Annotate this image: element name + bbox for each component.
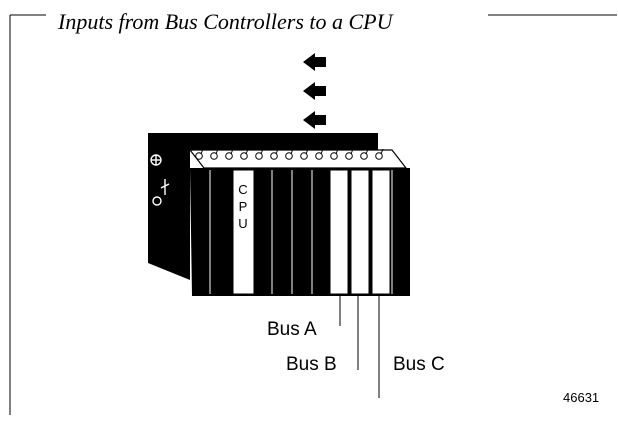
rack-housing — [148, 133, 378, 280]
terminal-strip — [188, 149, 408, 169]
diagram-title: Inputs from Bus Controllers to a CPU — [57, 9, 395, 34]
cpu-letter-u: U — [238, 216, 247, 231]
bus-a-label: Bus A — [267, 319, 317, 340]
cpu-letter-p: P — [239, 199, 248, 214]
bus-controller-a — [329, 169, 349, 295]
input-arrows — [303, 53, 326, 129]
figure-number: 46631 — [563, 390, 599, 405]
bus-controller-b — [350, 169, 370, 295]
left-arrow-icon — [303, 53, 326, 71]
bus-c-label: Bus C — [393, 354, 445, 375]
left-arrow-icon — [303, 82, 326, 100]
left-arrow-icon — [303, 111, 326, 129]
figure-frame — [9, 14, 617, 415]
terminal-screw-slots — [200, 148, 384, 155]
mounting-details — [150, 154, 170, 206]
cpu-module — [232, 169, 255, 295]
terminal-screws — [195, 152, 383, 160]
bus-b-label: Bus B — [286, 354, 337, 375]
cpu-letter-c: C — [238, 182, 247, 197]
bus-leader-lines — [339, 296, 380, 398]
bus-controller-c — [371, 169, 391, 295]
plc-rack: C P U — [148, 133, 410, 296]
